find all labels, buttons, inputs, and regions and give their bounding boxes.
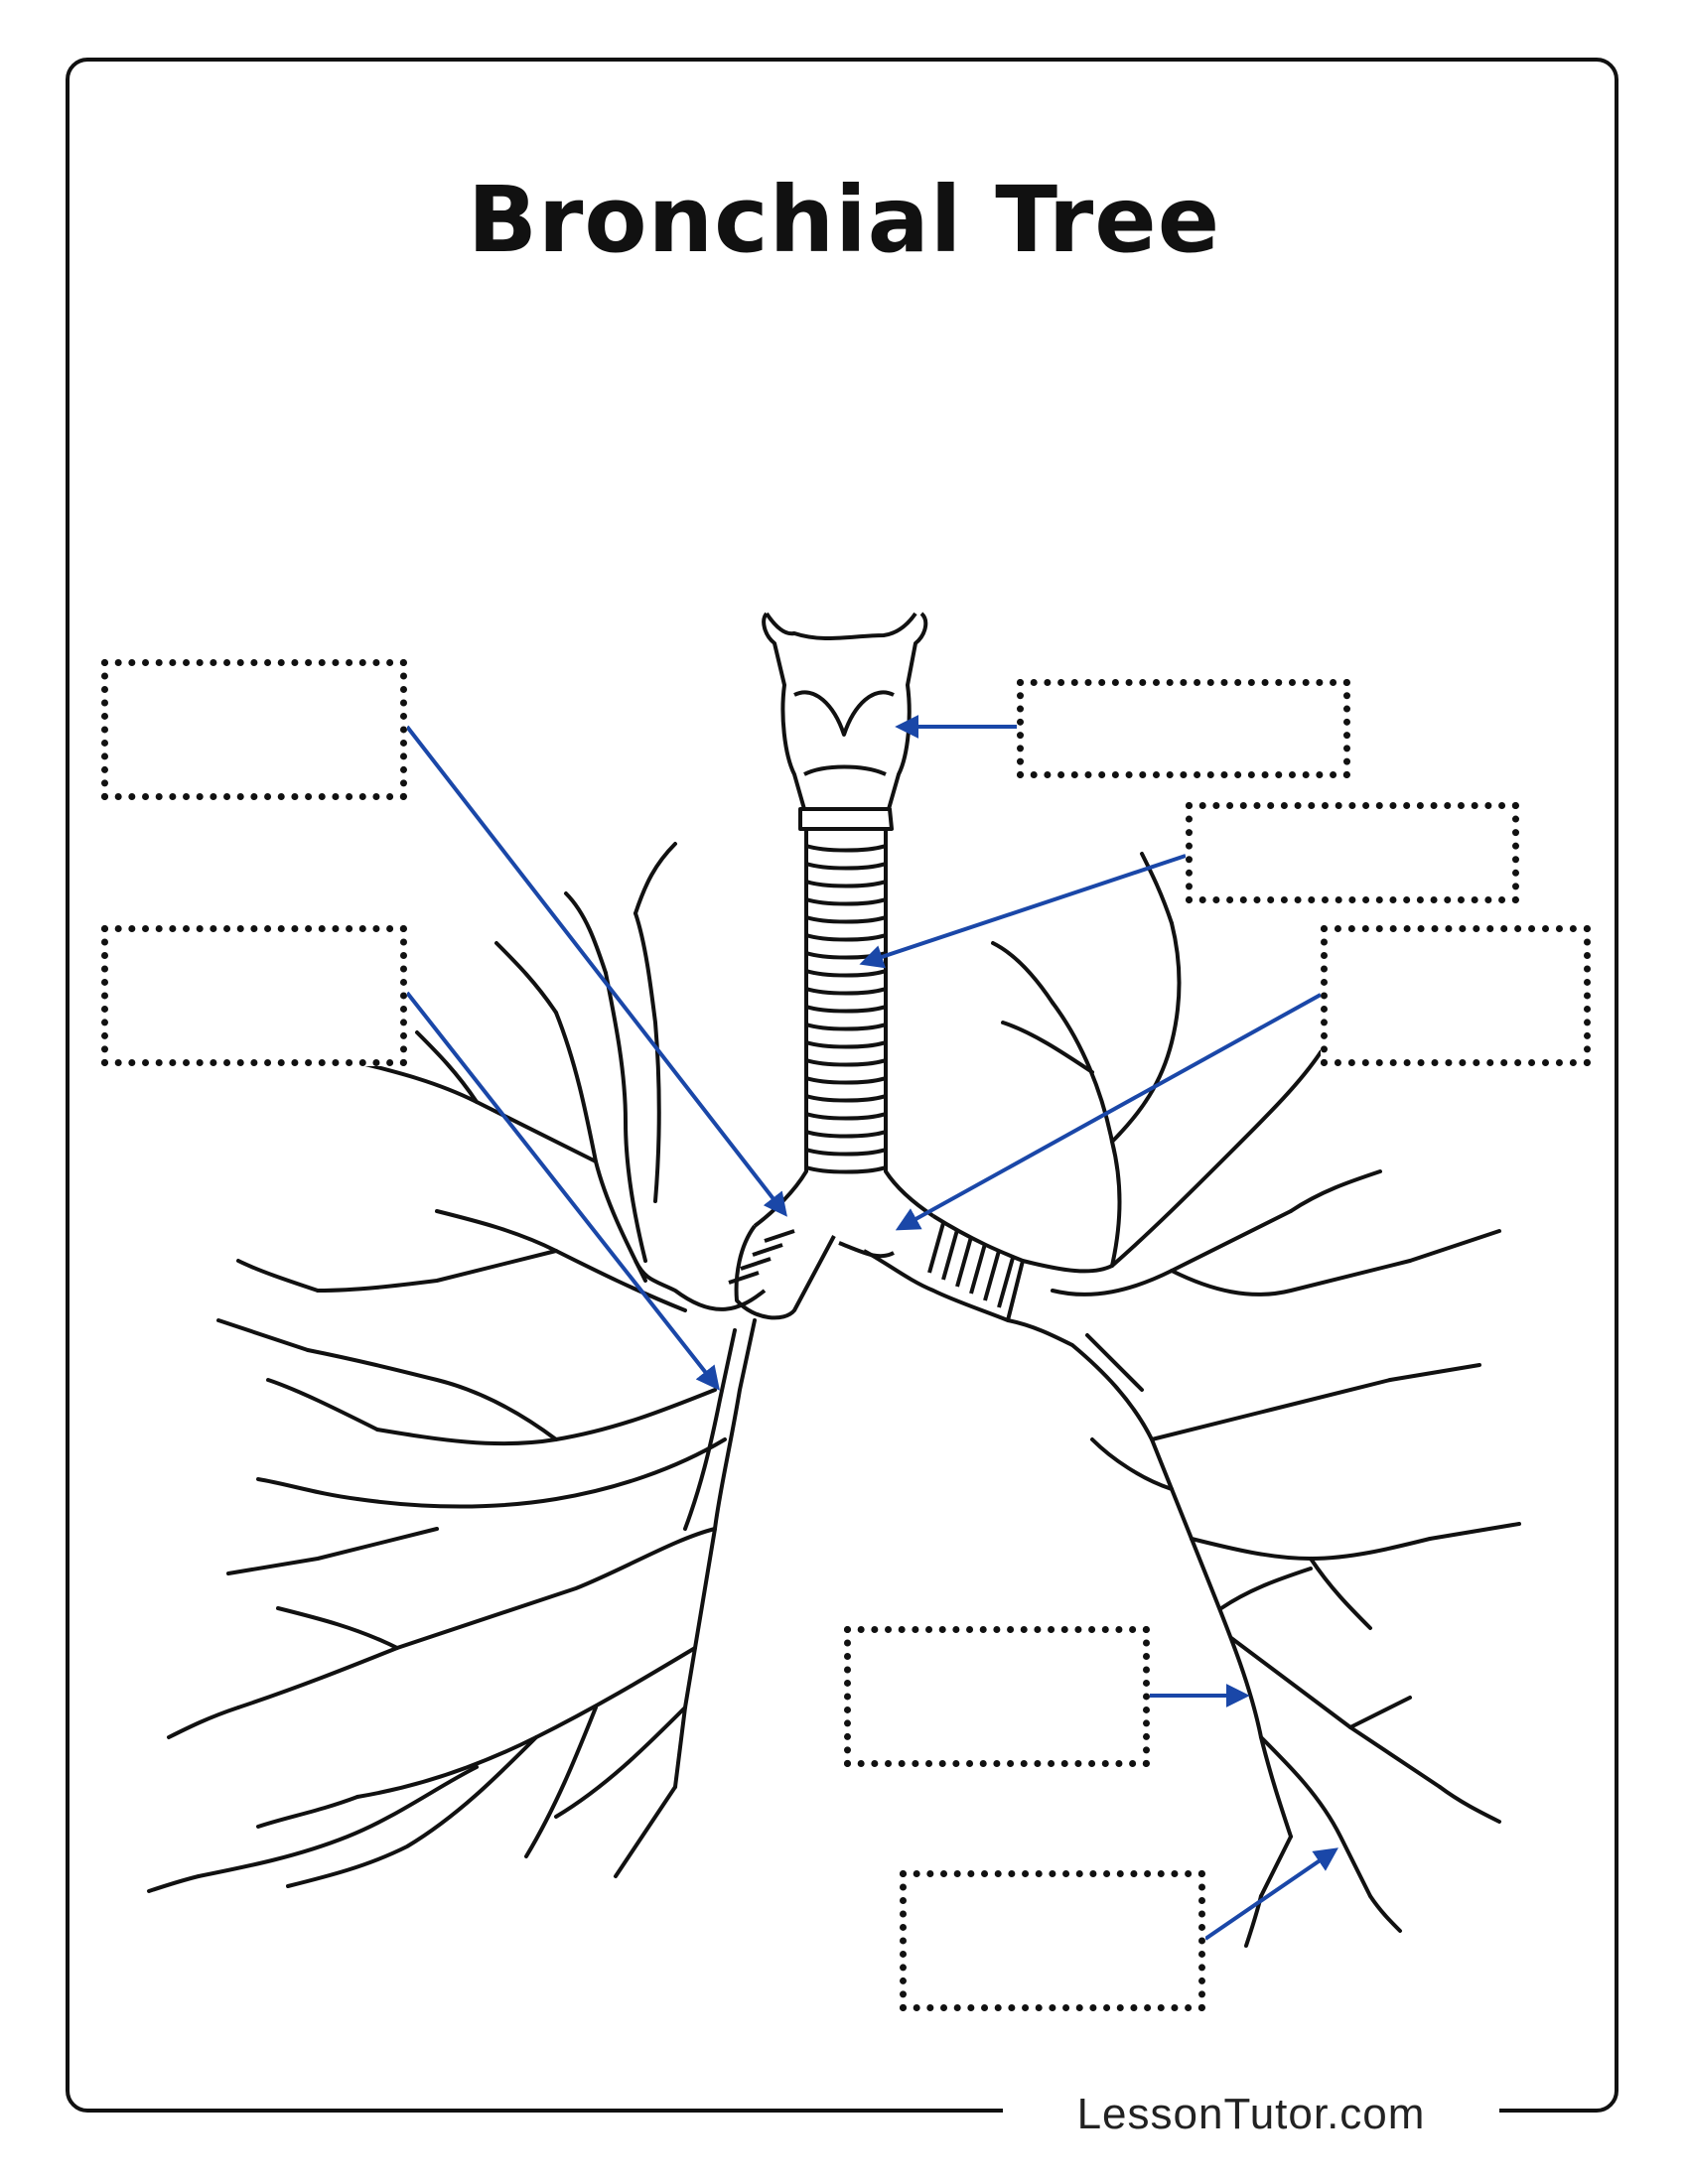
- trachea-ring: [805, 1094, 887, 1103]
- trachea-ring: [805, 897, 887, 906]
- trachea-ring: [805, 969, 887, 978]
- label-box-bottom-right[interactable]: [900, 1870, 1205, 2011]
- page-title: Bronchial Tree: [467, 167, 1221, 273]
- label-box-middle-left[interactable]: [101, 925, 407, 1066]
- bronchus-ring: [969, 1243, 987, 1295]
- arrow-bottom-right: [1203, 1847, 1338, 1941]
- arrow-left-primary-bronchus: [895, 993, 1322, 1231]
- left-lung-branches: [991, 852, 1521, 1948]
- right-lung-branches: [147, 842, 757, 1893]
- pointer-arrows: [405, 715, 1338, 1941]
- arrow-middle-left: [405, 991, 720, 1391]
- trachea-ring: [805, 1023, 887, 1031]
- bronchus-ring: [983, 1250, 1001, 1301]
- trachea-ring: [805, 1005, 887, 1014]
- trachea-ring: [805, 862, 887, 871]
- trachea-ring: [805, 1130, 887, 1139]
- bronchus-ring: [728, 1271, 760, 1285]
- arrow-trachea: [859, 854, 1187, 969]
- trachea-ring: [805, 1165, 887, 1174]
- larynx-drawing: [762, 612, 928, 831]
- trachea-ring: [805, 1076, 887, 1085]
- trachea-drawing: [728, 829, 1015, 1308]
- trachea-ring: [805, 1040, 887, 1049]
- label-box-left-primary-bronchus[interactable]: [1321, 925, 1591, 1066]
- footer-brand: LessonTutor.com: [1076, 2090, 1426, 2138]
- label-box-lower-right[interactable]: [844, 1626, 1150, 1767]
- arrow-upper-left: [405, 725, 787, 1217]
- trachea-ring: [805, 1148, 887, 1157]
- trachea-ring: [805, 951, 887, 960]
- bronchus-ring: [764, 1229, 795, 1243]
- trachea-ring: [805, 987, 887, 996]
- label-box-larynx[interactable]: [1017, 679, 1350, 778]
- trachea-ring: [805, 1112, 887, 1121]
- bronchus-ring: [740, 1257, 772, 1271]
- footer-area: LessonTutor.com: [1003, 2085, 1499, 2144]
- trachea-ring: [805, 880, 887, 888]
- primary-bronchi-drawing: [633, 1214, 1113, 1347]
- bronchus-ring: [941, 1229, 959, 1281]
- bronchus-ring: [955, 1236, 973, 1288]
- page-frame: [66, 58, 1618, 2113]
- label-box-upper-left[interactable]: [101, 659, 407, 800]
- bronchus-ring: [752, 1243, 783, 1257]
- trachea-ring: [805, 915, 887, 924]
- bronchus-ring: [927, 1222, 945, 1274]
- trachea-ring: [805, 844, 887, 853]
- trachea-ring: [805, 1058, 887, 1067]
- bronchus-ring: [997, 1257, 1015, 1308]
- label-box-trachea[interactable]: [1186, 802, 1519, 903]
- trachea-ring: [805, 933, 887, 942]
